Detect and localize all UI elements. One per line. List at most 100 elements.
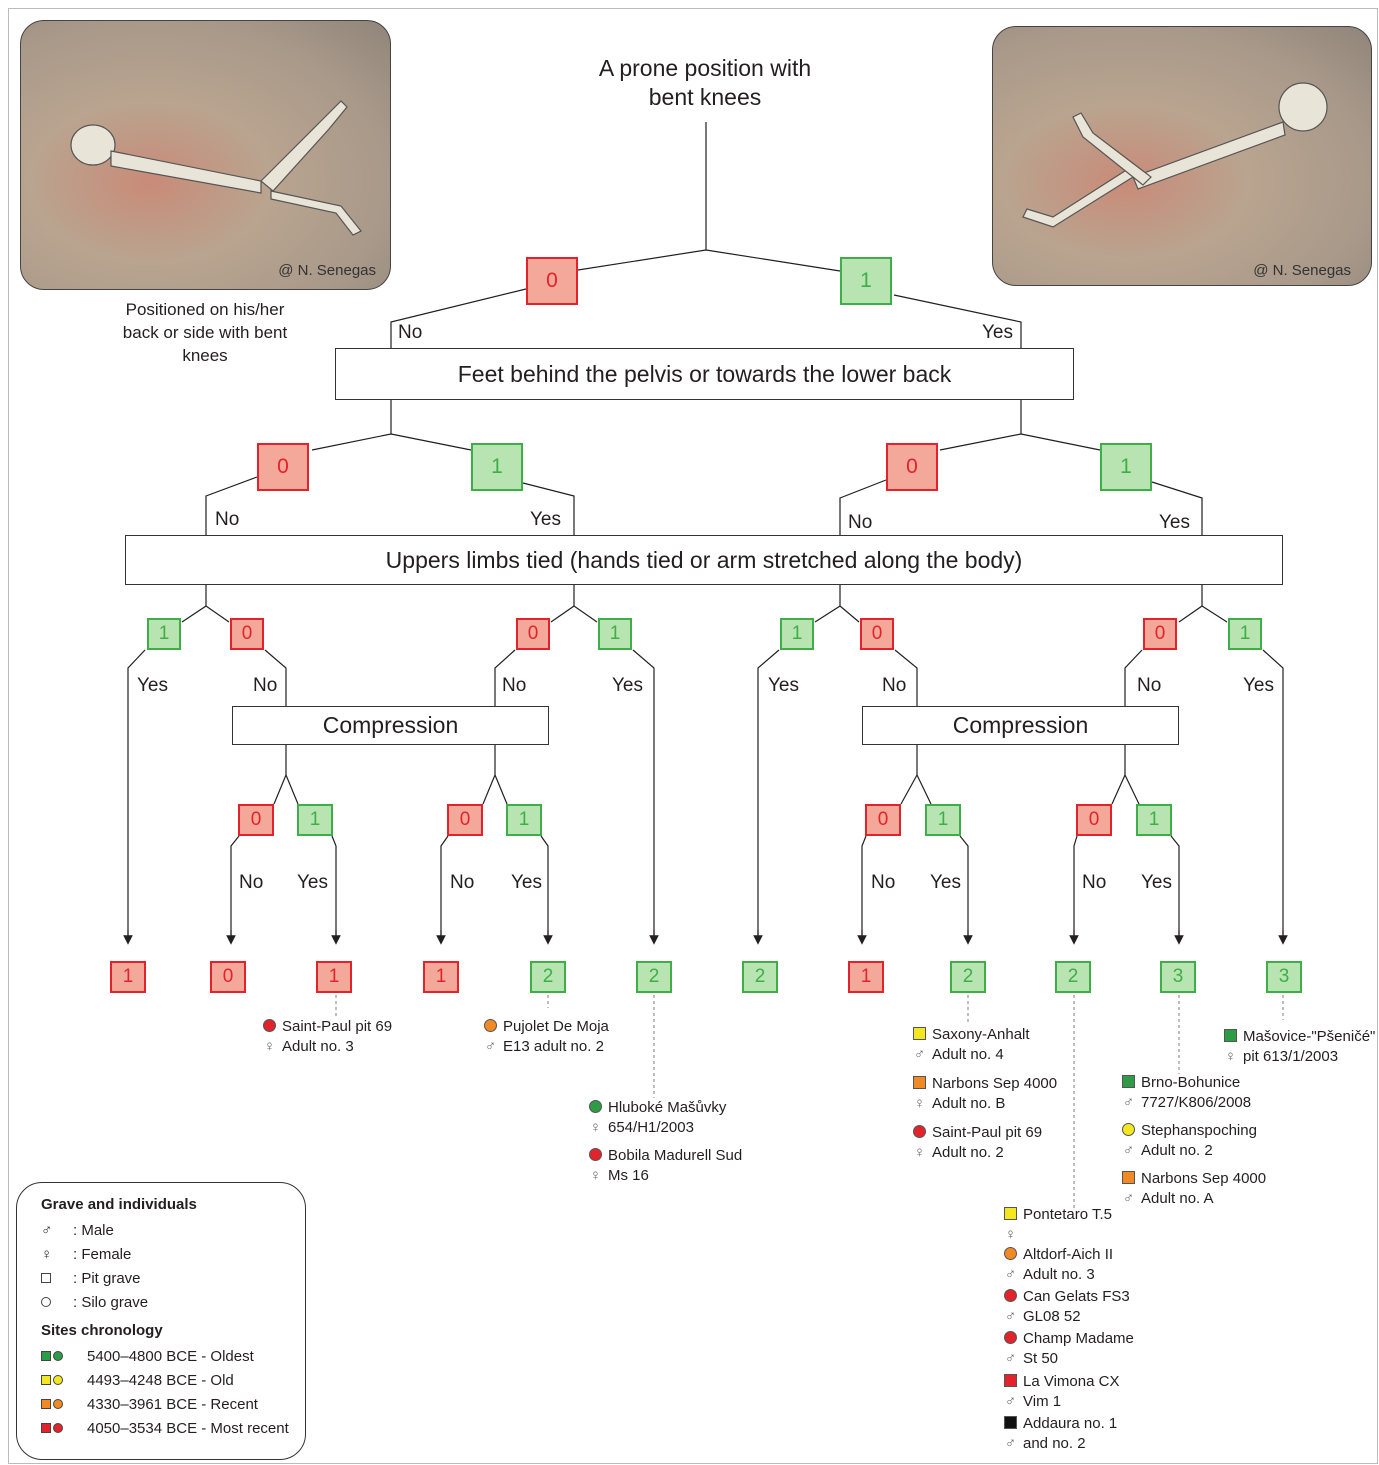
legend-chronology-label: 4330–3961 BCE - Recent [87,1395,258,1413]
site-name: Brno-Bohunice [1141,1074,1241,1091]
site-entry: Bobila Madurell Sud♀Ms 16 [589,1146,742,1186]
male-icon: ♂ [1004,1266,1017,1283]
circle-icon [53,1351,63,1361]
ul-4-no-box: 0 [1143,618,1177,650]
comp-4-no-box: 0 [1076,804,1112,836]
ul-4-no-label: No [1137,675,1162,696]
photo-credit-left: @ N. Senegas [278,262,376,279]
site-name: Addaura no. 1 [1023,1415,1118,1432]
feet-question-node: Feet behind the pelvis or towards the lo… [335,348,1074,400]
site-name: Saint-Paul pit 69 [282,1018,393,1035]
legend-chronology-label: 5400–4800 BCE - Oldest [87,1347,254,1365]
female-icon: ♀ [589,1119,602,1136]
legend-chronology-label: 4050–3534 BCE - Most recent [87,1419,289,1437]
individual-id: St 50 [1023,1350,1059,1367]
site-entry: Saxony-Anhalt♂Adult no. 4 [913,1025,1030,1065]
comp-3-no-label: No [871,872,896,893]
ul-2-yes-label: Yes [612,675,643,696]
site-entry: Hluboké Mašůvky♀654/H1/2003 [589,1098,726,1138]
comp-3-no-box: 0 [865,804,901,836]
ul-1-yes-label: Yes [137,675,168,696]
individual-id: pit 613/1/2003 [1243,1048,1339,1065]
legend-chronology-row: 4493–4248 BCE - Old [41,1368,305,1392]
individual-id: Adult no. B [932,1095,1006,1112]
site-entry: Narbons Sep 4000♀Adult no. B [913,1074,1057,1114]
female-icon: ♀ [913,1095,926,1112]
individual-id: E13 adult no. 2 [503,1038,604,1055]
root-yes-label: Yes [982,322,1013,343]
circle-icon [1004,1331,1017,1344]
compression-left-node: Compression [232,706,549,745]
skeleton-illustration-left [70,100,362,236]
male-icon: ♂ [913,1046,926,1063]
site-entry: Can Gelats FS3♂GL08 52 [1004,1287,1130,1327]
score-box-12: 3 [1266,961,1302,993]
circle-icon [53,1399,63,1409]
feet-left-yes-label: Yes [530,509,561,530]
comp-1-no-label: No [239,872,264,893]
score-box-11: 3 [1160,961,1196,993]
square-icon [913,1076,926,1089]
legend-chronology-label: 4493–4248 BCE - Old [87,1371,234,1389]
ul-3-no-label: No [882,675,907,696]
male-icon: ♂ [1004,1350,1017,1367]
score-box-3: 1 [316,961,352,993]
circle-icon [1122,1123,1135,1136]
legend-row-female: ♀: Female [41,1242,305,1266]
ul-3-yes-box: 1 [780,618,814,650]
feet-right-no-box: 0 [886,443,938,491]
individual-id: GL08 52 [1023,1308,1081,1325]
score-box-5: 2 [530,961,566,993]
circle-icon [53,1423,63,1433]
female-icon: ♀ [589,1167,602,1184]
site-entry: Pontetaro T.5♀ [1004,1205,1112,1245]
site-entry: Stephanspoching♂Adult no. 2 [1122,1121,1257,1161]
female-icon: ♀ [1004,1226,1017,1243]
site-entry: Addaura no. 1♂and no. 2 [1004,1414,1117,1454]
male-icon: ♂ [1004,1393,1017,1410]
root-title: A prone position with bent knees [598,55,812,110]
site-entry: Saint-Paul pit 69♀Adult no. 3 [263,1017,392,1057]
photo-left-skeleton: @ N. Senegas [20,20,391,290]
individual-id: Adult no. 3 [282,1038,354,1055]
ul-1-no-box: 0 [230,618,264,650]
legend-silo-label: : Silo grave [73,1293,149,1311]
female-icon: ♀ [913,1144,926,1161]
legend-female-label: : Female [73,1245,132,1263]
ul-2-no-box: 0 [516,618,550,650]
site-entry: Mašovice-"Pšeničé"♀pit 613/1/2003 [1224,1027,1375,1067]
legend-chronology-row: 5400–4800 BCE - Oldest [41,1344,305,1368]
comp-1-no-box: 0 [238,804,274,836]
compression-right-node: Compression [862,706,1179,745]
ul-2-yes-box: 1 [598,618,632,650]
male-icon: ♂ [1122,1094,1135,1111]
feet-right-no-label: No [848,512,873,533]
female-icon: ♀ [1224,1048,1237,1065]
square-icon [41,1375,51,1385]
site-name: Saxony-Anhalt [932,1026,1030,1043]
legend-male-label: : Male [73,1221,114,1239]
skeleton-illustration-right [1022,82,1328,228]
square-icon [1004,1207,1017,1220]
circle-icon [484,1019,497,1032]
site-name: Champ Madame [1023,1330,1134,1347]
score-box-10: 2 [1055,961,1091,993]
legend-pit-label: : Pit grave [73,1269,141,1287]
individual-id: Adult no. A [1141,1190,1214,1207]
score-box-7: 2 [742,961,778,993]
root-branch-yes-box: 1 [840,257,892,305]
circle-icon [53,1375,63,1385]
individual-id: Vim 1 [1023,1393,1062,1410]
score-box-6: 2 [636,961,672,993]
legend-row-silo: : Silo grave [41,1290,305,1314]
square-icon [1224,1029,1237,1042]
site-entry: Narbons Sep 4000♂Adult no. A [1122,1169,1266,1209]
comp-1-yes-box: 1 [297,804,333,836]
legend: Grave and individuals ♂: Male ♀: Female … [16,1182,306,1460]
ul-3-yes-label: Yes [768,675,799,696]
photo-credit-right: @ N. Senegas [1253,262,1351,279]
comp-3-yes-box: 1 [925,804,961,836]
ul-3-no-box: 0 [860,618,894,650]
circle-icon [913,1125,926,1138]
square-icon [41,1351,51,1361]
